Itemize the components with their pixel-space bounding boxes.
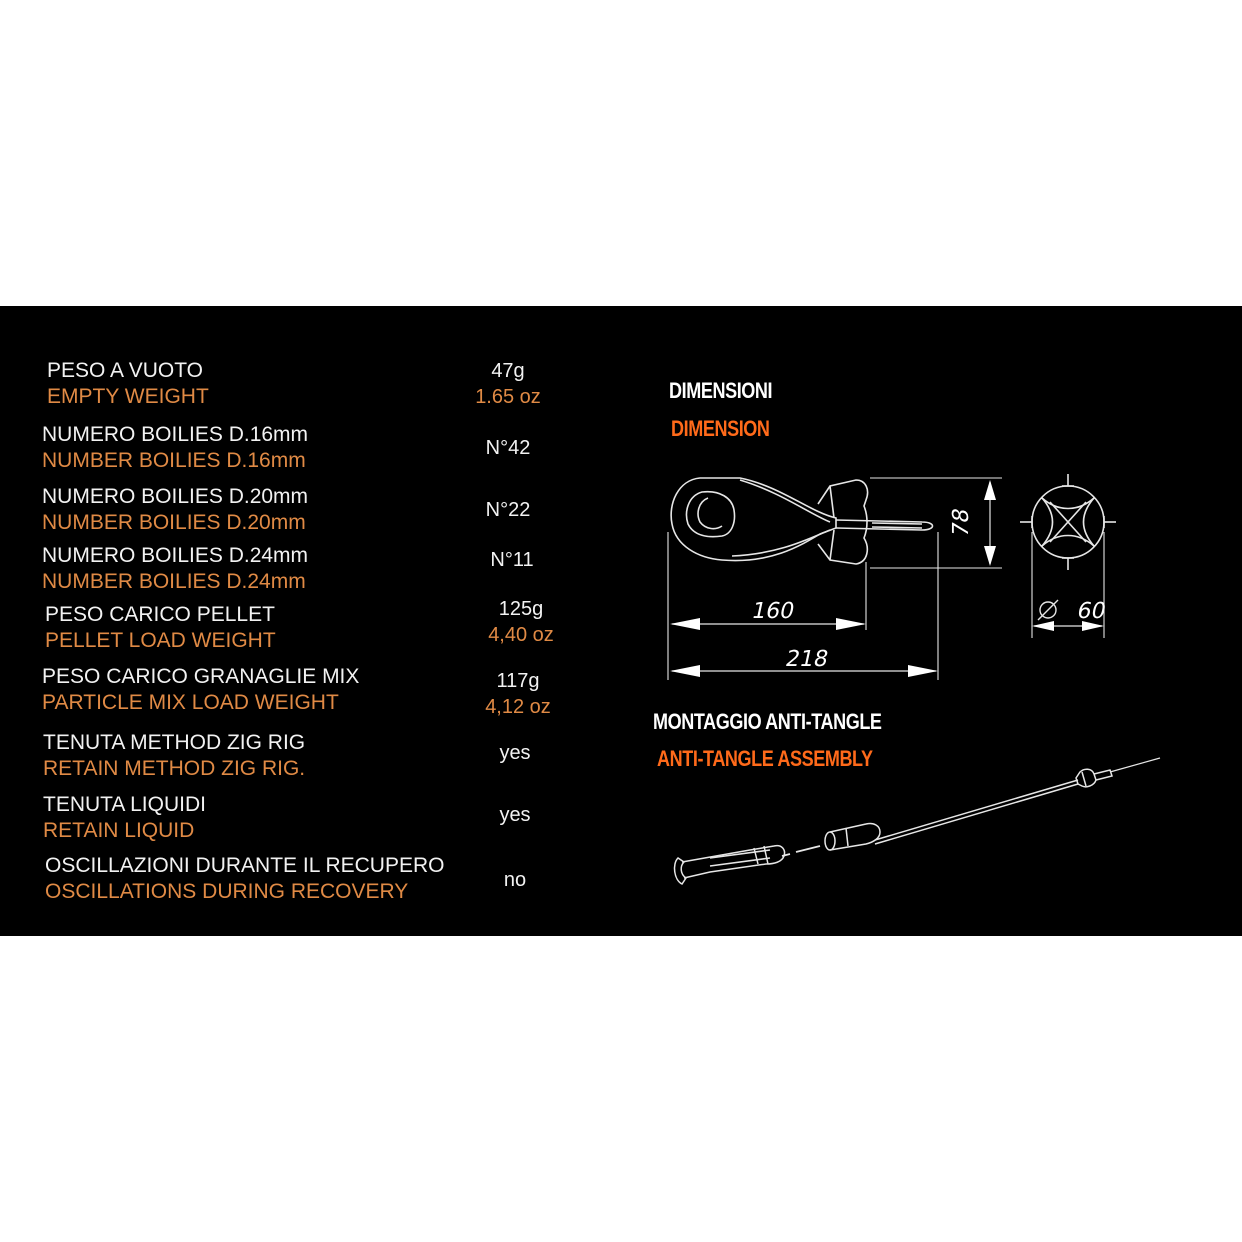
spec-label-en: OSCILLATIONS DURING RECOVERY [45,880,409,903]
spec-value: 125g [498,598,544,620]
spec-value: N°22 [485,499,531,521]
spec-label-it: TENUTA METHOD ZIG RIG [43,731,306,754]
anti-tangle-assembly-drawing [673,757,1161,885]
assembly-title-en: ANTI-TANGLE ASSEMBLY [657,746,873,771]
spec-label-en: PARTICLE MIX LOAD WEIGHT [42,691,339,714]
dimension-title-en: DIMENSION [671,416,770,441]
spec-value: N°11 [490,549,534,571]
spec-value: N°42 [485,437,531,459]
spec-value-alt: 1.65 oz [475,386,541,408]
spec-label-it: NUMERO BOILIES D.20mm [42,485,309,508]
spec-panel: PESO A VUOTO EMPTY WEIGHT 47g 1.65 oz NU… [0,306,1242,936]
spec-label-en: RETAIN LIQUID [43,819,195,842]
spec-label-it: NUMERO BOILIES D.24mm [42,544,309,567]
height-dimension-label: 78 [948,506,974,539]
diameter-label: 60 [1075,598,1108,624]
feeder-front-drawing: 60 [1020,474,1116,638]
assembly-title-it: MONTAGGIO ANTI-TANGLE [653,709,882,734]
total-length-label: 218 [783,646,830,672]
spec-value: 47g [491,360,525,382]
spec-label-it: PESO CARICO PELLET [45,603,275,626]
spec-label-en: NUMBER BOILIES D.16mm [42,449,306,472]
spec-label-en: PELLET LOAD WEIGHT [45,629,276,652]
spec-label-en: NUMBER BOILIES D.24mm [42,570,306,593]
spec-value-alt: 4,12 oz [485,696,551,718]
spec-label-it: PESO CARICO GRANAGLIE MIX [42,665,360,688]
short-length-label: 160 [749,598,796,624]
spec-value: yes [499,804,531,826]
spec-value: yes [499,742,531,764]
spec-label-it: OSCILLAZIONI DURANTE IL RECUPERO [45,854,445,877]
spec-label-it: NUMERO BOILIES D.16mm [42,423,309,446]
spec-value: no [503,869,527,891]
spec-label-en: EMPTY WEIGHT [47,385,209,408]
spec-value-alt: 4,40 oz [488,624,554,646]
spec-label-en: RETAIN METHOD ZIG RIG. [43,757,306,780]
spec-value: 117g [496,670,540,692]
feeder-side-drawing: 78 160 218 [667,477,1002,680]
dimension-title-it: DIMENSIONI [669,378,773,403]
spec-label-en: NUMBER BOILIES D.20mm [42,511,306,534]
spec-label-it: PESO A VUOTO [47,359,204,382]
spec-label-it: TENUTA LIQUIDI [43,793,206,816]
